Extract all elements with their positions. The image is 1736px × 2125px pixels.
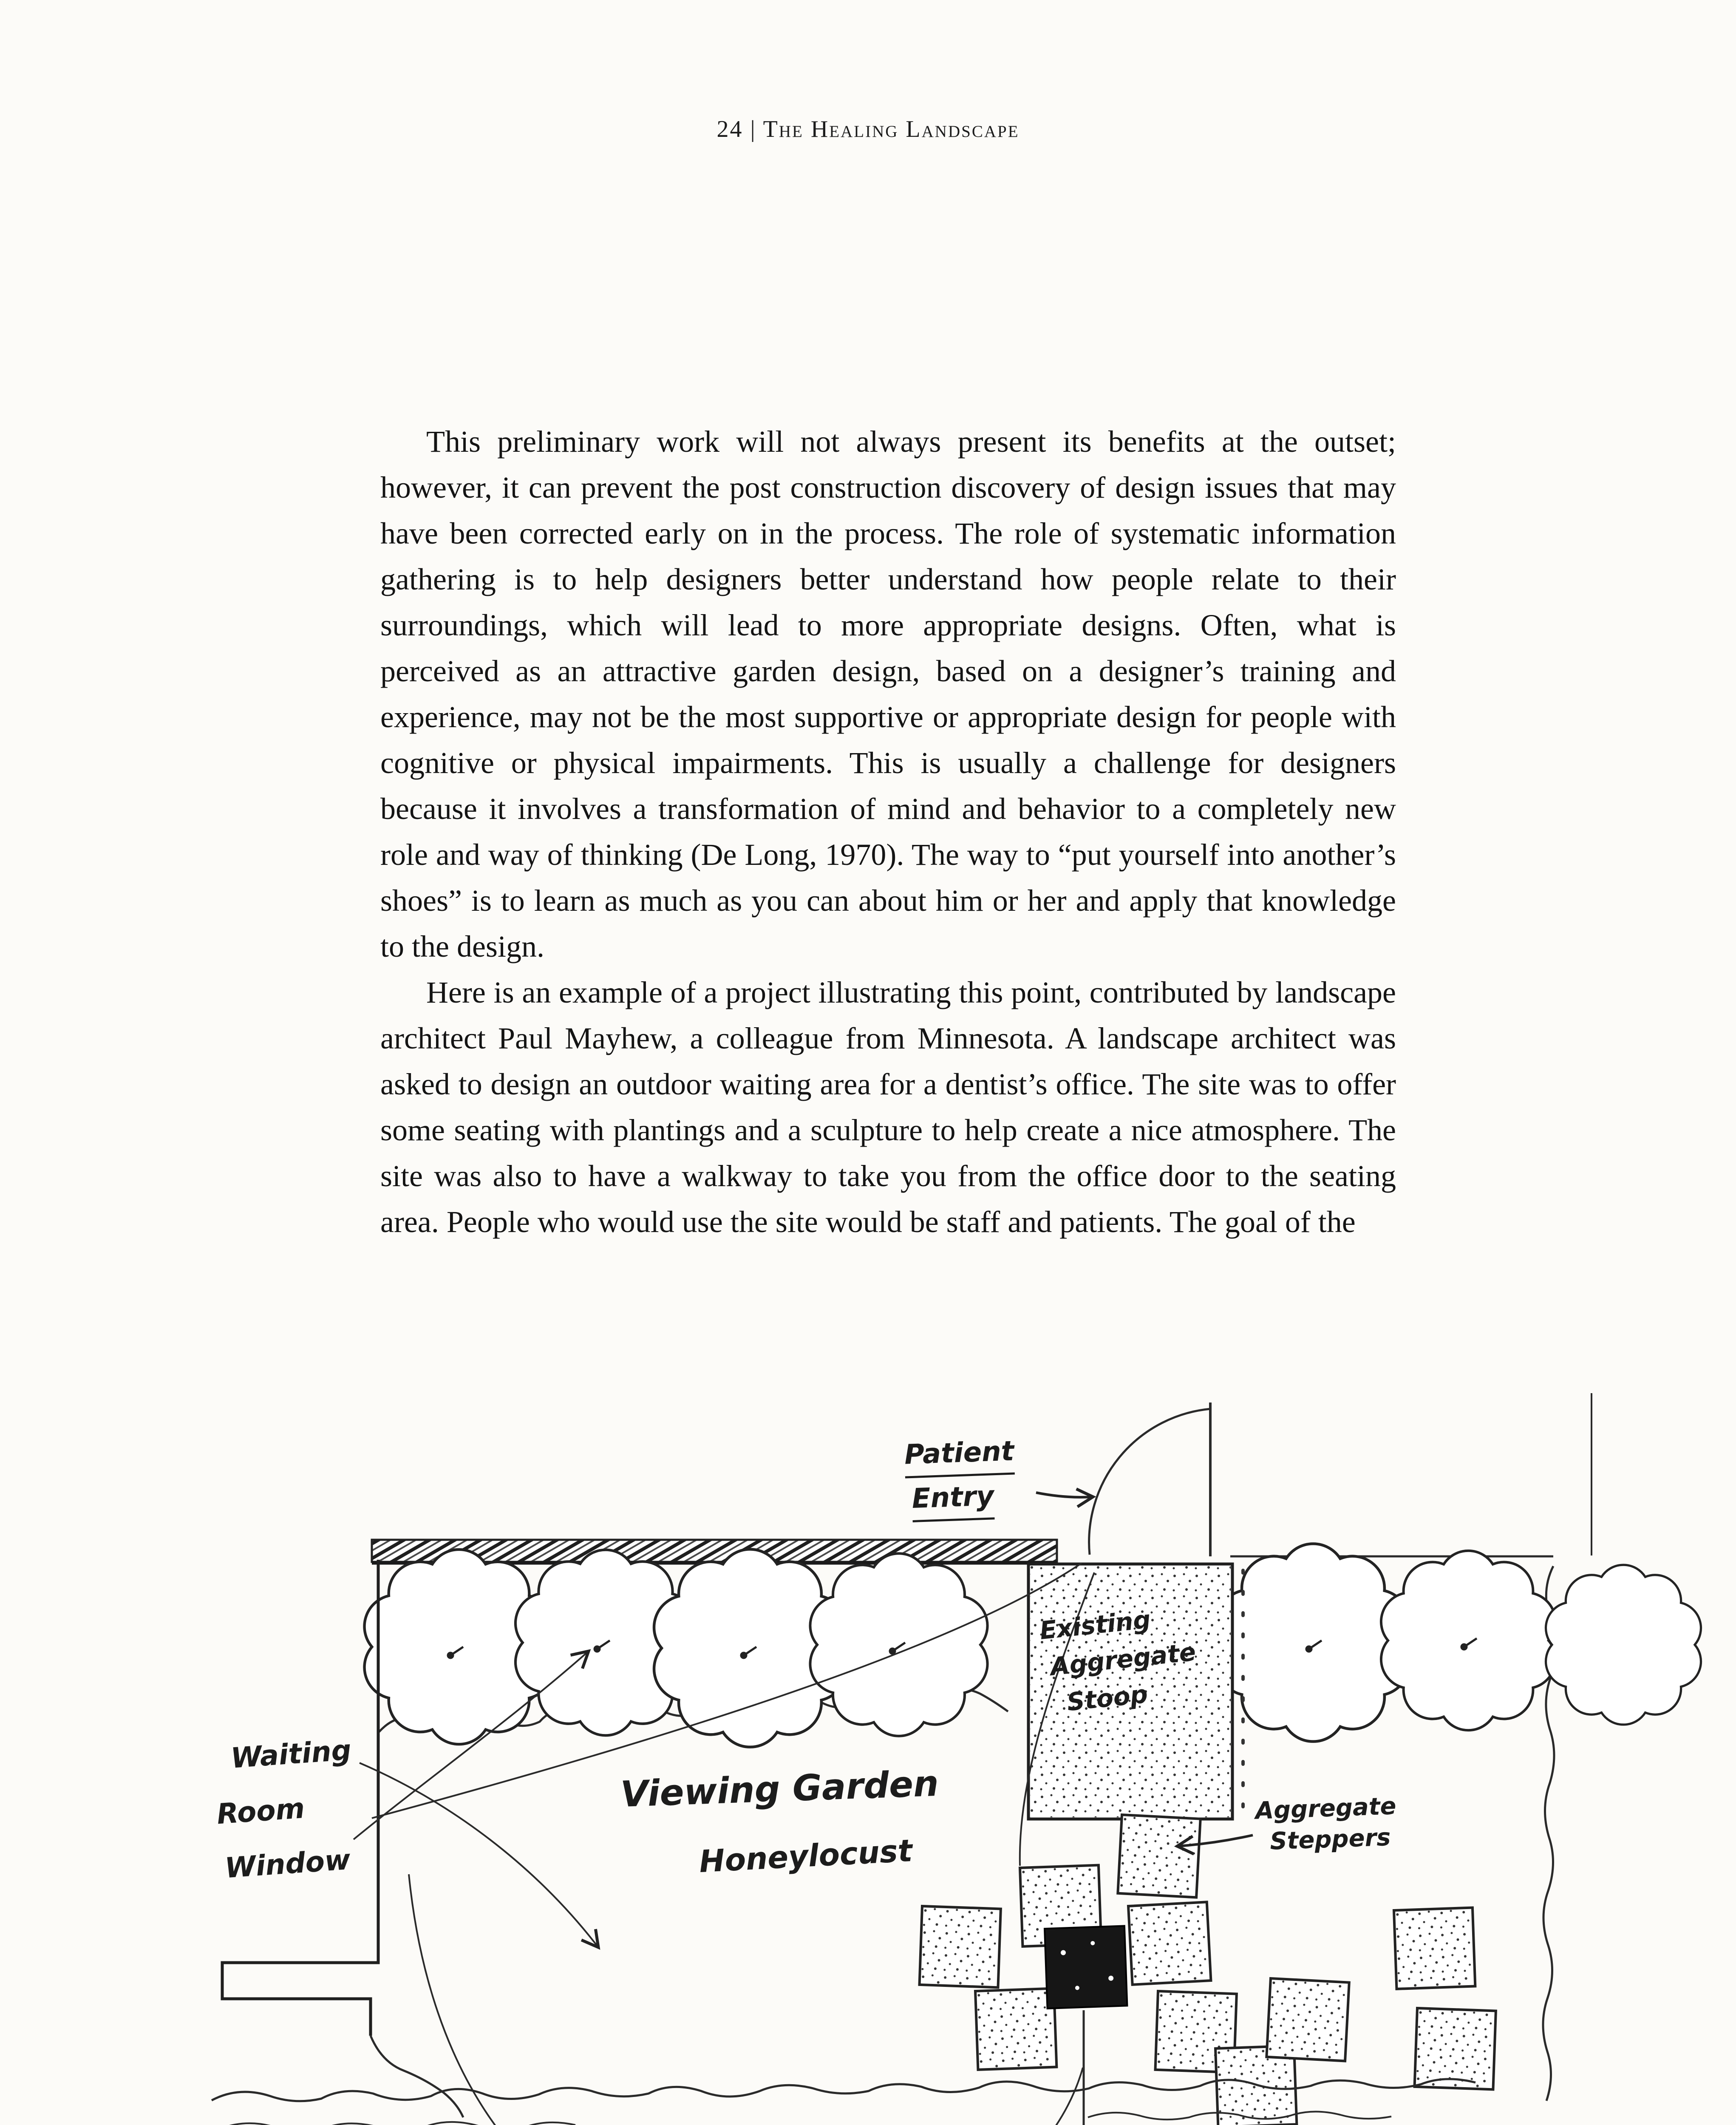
steppers-label-arrow — [1174, 1834, 1253, 1856]
curve-hook-to-sculpture — [1055, 2067, 1084, 2125]
label-line: Room — [215, 1791, 306, 1830]
label-existing-stoop: Existing Aggregate Stoop — [1038, 1597, 1201, 1723]
site-plan-sketch: Patient Entry Existing Aggregate Stoop W… — [0, 1373, 1736, 2125]
planting-edge-left — [369, 2035, 464, 2118]
sightline-to-sidewalk — [408, 1874, 496, 2125]
door-swing-arc — [1088, 1408, 1211, 1555]
paragraph-2: Here is an example of a project illustra… — [380, 975, 1396, 1239]
page-header: 24 | The Healing Landscape — [716, 116, 1020, 142]
label-line: Patient — [903, 1430, 1015, 1479]
label-aggregate-steppers: Aggregate Steppers — [1255, 1791, 1398, 1858]
sculpture-square — [1043, 1925, 1128, 2009]
site-plan-drawing — [211, 1393, 1736, 2125]
label-waiting-room-window: Waiting Room Window — [211, 1723, 361, 1896]
lawn-edge-line-3 — [1087, 2111, 1392, 2121]
label-line: Entry — [911, 1475, 995, 1523]
sightline-to-entry — [371, 1562, 1082, 1819]
tree-canopies — [365, 1544, 1701, 1747]
label-line: Steppers — [1269, 1823, 1391, 1856]
label-line: Aggregate — [1255, 1792, 1397, 1825]
label-line: Window — [224, 1843, 352, 1885]
patient-entry-arrow — [1036, 1488, 1096, 1508]
aggregate-stoop — [1027, 1562, 1234, 1821]
building-outline — [221, 1560, 380, 2036]
label-patient-entry: Patient Entry — [903, 1430, 1016, 1523]
paragraph-1: This preliminary work will not always pr… — [380, 425, 1396, 963]
aggregate-stepper-squares — [920, 1815, 1496, 2125]
label-line: Waiting — [229, 1734, 353, 1775]
path-entry-to-steppers — [1019, 1572, 1095, 1866]
building-wall-hatch — [371, 1538, 1553, 1565]
sightline-to-garden — [359, 1762, 600, 1950]
tree-branch-marks — [447, 1637, 1478, 1659]
lawn-edge-line — [211, 2078, 1476, 2102]
lawn-edge-line-2 — [229, 2121, 576, 2125]
body-text: This preliminary work will not always pr… — [380, 419, 1396, 1245]
